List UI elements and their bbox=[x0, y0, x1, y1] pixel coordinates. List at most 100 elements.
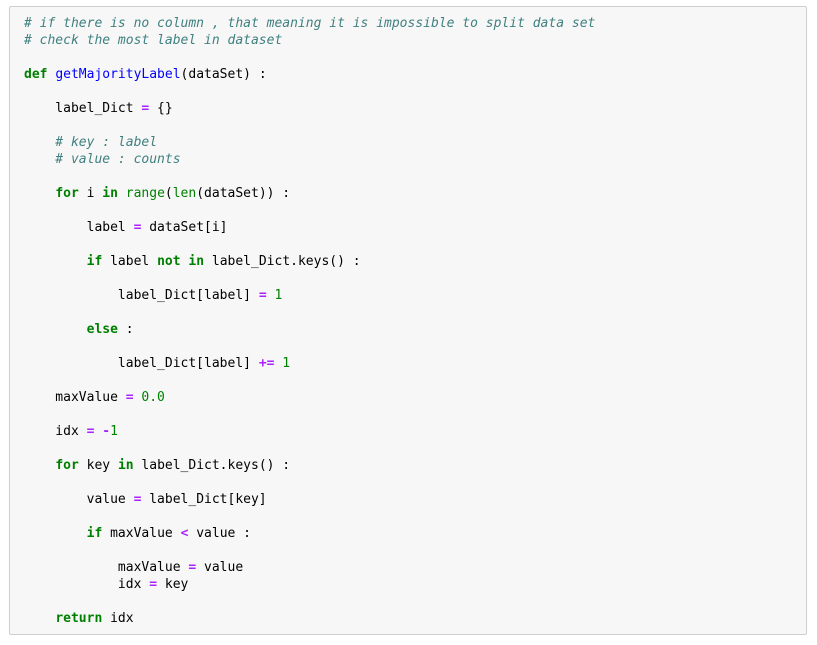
code-token: += bbox=[258, 356, 275, 371]
code-line bbox=[24, 440, 806, 457]
code-line: # if there is no column , that meaning i… bbox=[24, 15, 806, 32]
code-token: in bbox=[188, 254, 205, 269]
code-token: label_Dict.keys() : bbox=[133, 458, 291, 473]
code-line: return idx bbox=[24, 610, 806, 627]
code-token: 0.0 bbox=[141, 390, 165, 405]
code-token bbox=[118, 186, 126, 201]
code-cell[interactable]: # if there is no column , that meaning i… bbox=[9, 6, 807, 635]
code-line: def getMajorityLabel(dataSet) : bbox=[24, 66, 806, 83]
code-line bbox=[24, 372, 806, 389]
code-line bbox=[24, 474, 806, 491]
code-token: value : bbox=[188, 526, 252, 541]
code-token: def bbox=[24, 67, 48, 82]
code-token: for bbox=[55, 458, 79, 473]
code-token: label_Dict.keys() : bbox=[204, 254, 361, 269]
code-line: label = dataSet[i] bbox=[24, 219, 806, 236]
code-token: if bbox=[86, 526, 103, 541]
code-token: in bbox=[117, 458, 134, 473]
code-line: if maxValue < value : bbox=[24, 525, 806, 542]
code-token: = bbox=[258, 288, 267, 303]
code-token: = bbox=[133, 220, 142, 235]
code-token: label_Dict[label] bbox=[24, 288, 259, 303]
code-line: # check the most label in dataset bbox=[24, 32, 806, 49]
code-token: = bbox=[149, 577, 158, 592]
code-line: else : bbox=[24, 321, 806, 338]
code-token: idx bbox=[24, 577, 150, 592]
code-token bbox=[24, 611, 55, 626]
code-token: # if there is no column , that meaning i… bbox=[24, 16, 596, 31]
code-line bbox=[24, 83, 806, 100]
code-line bbox=[24, 542, 806, 559]
code-line: label_Dict = {} bbox=[24, 100, 806, 117]
code-token: for bbox=[55, 186, 79, 201]
code-line bbox=[24, 168, 806, 185]
code-token bbox=[24, 526, 87, 541]
code-line: value = label_Dict[key] bbox=[24, 491, 806, 508]
code-token: maxValue bbox=[102, 526, 181, 541]
code-line bbox=[24, 304, 806, 321]
code-line bbox=[24, 117, 806, 134]
code-token: key bbox=[78, 458, 118, 473]
code-token bbox=[24, 458, 55, 473]
code-token: value bbox=[24, 492, 134, 507]
code-token: maxValue bbox=[24, 560, 189, 575]
code-token: # key : label bbox=[24, 135, 158, 150]
code-token: key bbox=[157, 577, 189, 592]
code-token: else bbox=[86, 322, 118, 337]
code-line bbox=[24, 236, 806, 253]
code-token: {} bbox=[149, 101, 173, 116]
code-line: for key in label_Dict.keys() : bbox=[24, 457, 806, 474]
code-line: for i in range(len(dataSet)) : bbox=[24, 185, 806, 202]
code-token: = bbox=[133, 492, 142, 507]
code-token bbox=[24, 254, 87, 269]
code-line bbox=[24, 406, 806, 423]
code-token: = bbox=[188, 560, 197, 575]
code-line bbox=[24, 338, 806, 355]
code-token: label_Dict bbox=[24, 101, 142, 116]
code-token: < bbox=[180, 526, 189, 541]
code-line: label_Dict[label] = 1 bbox=[24, 287, 806, 304]
code-line: idx = key bbox=[24, 576, 806, 593]
code-token: (dataSet)) : bbox=[196, 186, 291, 201]
code-token: maxValue bbox=[24, 390, 126, 405]
code-token: label bbox=[102, 254, 158, 269]
code-line: label_Dict[label] += 1 bbox=[24, 355, 806, 372]
code-token: 1 bbox=[274, 288, 283, 303]
code-token bbox=[24, 322, 87, 337]
code-line bbox=[24, 593, 806, 610]
code-line: maxValue = value bbox=[24, 559, 806, 576]
code-line: # key : label bbox=[24, 134, 806, 151]
code-token: return bbox=[55, 611, 103, 626]
code-token: # check the most label in dataset bbox=[24, 33, 283, 48]
code-line bbox=[24, 270, 806, 287]
code-token: label bbox=[24, 220, 134, 235]
code-token: = bbox=[141, 101, 150, 116]
code-token: = bbox=[125, 390, 134, 405]
code-token: idx bbox=[102, 611, 134, 626]
code-token: i bbox=[78, 186, 103, 201]
code-token: idx bbox=[24, 424, 87, 439]
code-token: dataSet[i] bbox=[141, 220, 228, 235]
code-token: = bbox=[86, 424, 95, 439]
code-token: label_Dict[key] bbox=[141, 492, 267, 507]
code-token: - bbox=[102, 424, 111, 439]
code-token: 1 bbox=[110, 424, 118, 439]
code-token: 1 bbox=[282, 356, 291, 371]
code-token: getMajorityLabel bbox=[55, 67, 181, 82]
code-line: maxValue = 0.0 bbox=[24, 389, 806, 406]
code-line: # value : counts bbox=[24, 151, 806, 168]
code-token: len bbox=[172, 186, 197, 201]
code-token: value bbox=[196, 560, 244, 575]
code-token: range bbox=[125, 186, 165, 201]
code-token: # value : counts bbox=[24, 152, 181, 167]
code-editor-content[interactable]: # if there is no column , that meaning i… bbox=[10, 7, 806, 627]
code-line bbox=[24, 49, 806, 66]
code-line: if label not in label_Dict.keys() : bbox=[24, 253, 806, 270]
code-line: idx = -1 bbox=[24, 423, 806, 440]
code-token: ( bbox=[164, 186, 173, 201]
code-token bbox=[24, 186, 55, 201]
code-token: (dataSet) : bbox=[180, 67, 267, 82]
code-token: if bbox=[86, 254, 103, 269]
code-token: label_Dict[label] bbox=[24, 356, 259, 371]
code-token: not bbox=[157, 254, 181, 269]
